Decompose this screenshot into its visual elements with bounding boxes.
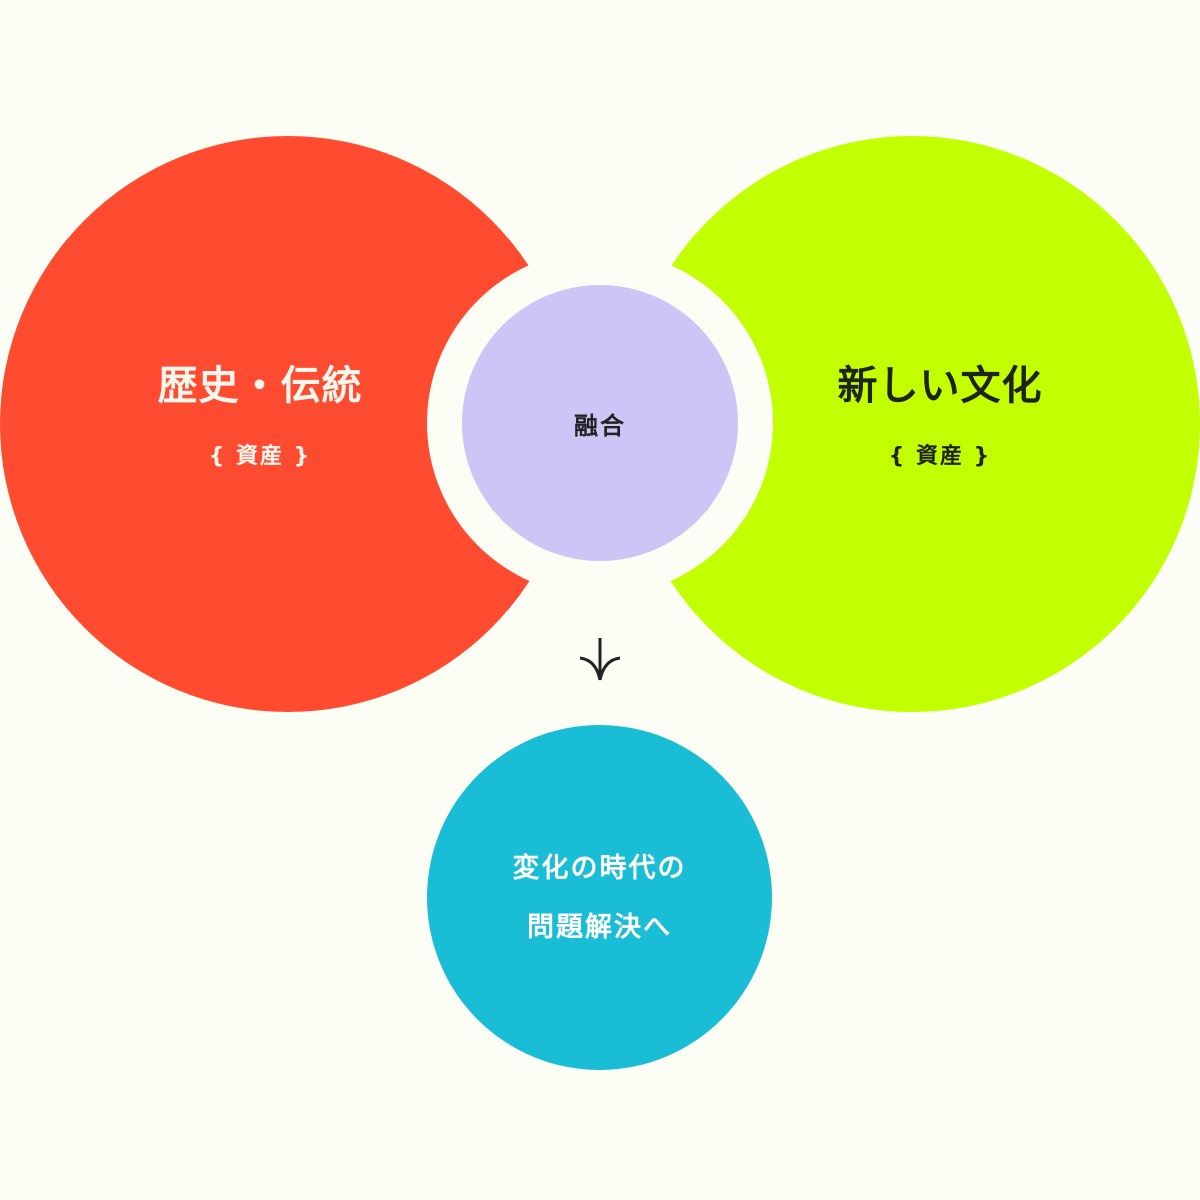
problem-solving-line-1: 変化の時代の — [512, 852, 687, 884]
problem-solving-line-2: 問題解決へ — [527, 911, 672, 943]
fusion-label: 融合 — [574, 411, 626, 440]
arrow-down-icon — [576, 634, 624, 686]
new-culture-content: 新しい文化 { 資産 } — [680, 366, 1200, 468]
history-tradition-title: 歴史・伝統 — [157, 363, 363, 409]
fusion-circle: 融合 — [462, 285, 738, 561]
new-culture-title: 新しい文化 — [837, 363, 1043, 409]
history-tradition-content: 歴史・伝統 { 資産 } — [0, 366, 520, 468]
new-culture-subtitle: { 資産 } — [888, 444, 992, 469]
history-tradition-subtitle: { 資産 } — [208, 444, 312, 469]
problem-solving-circle: 変化の時代の 問題解決へ — [427, 725, 772, 1070]
